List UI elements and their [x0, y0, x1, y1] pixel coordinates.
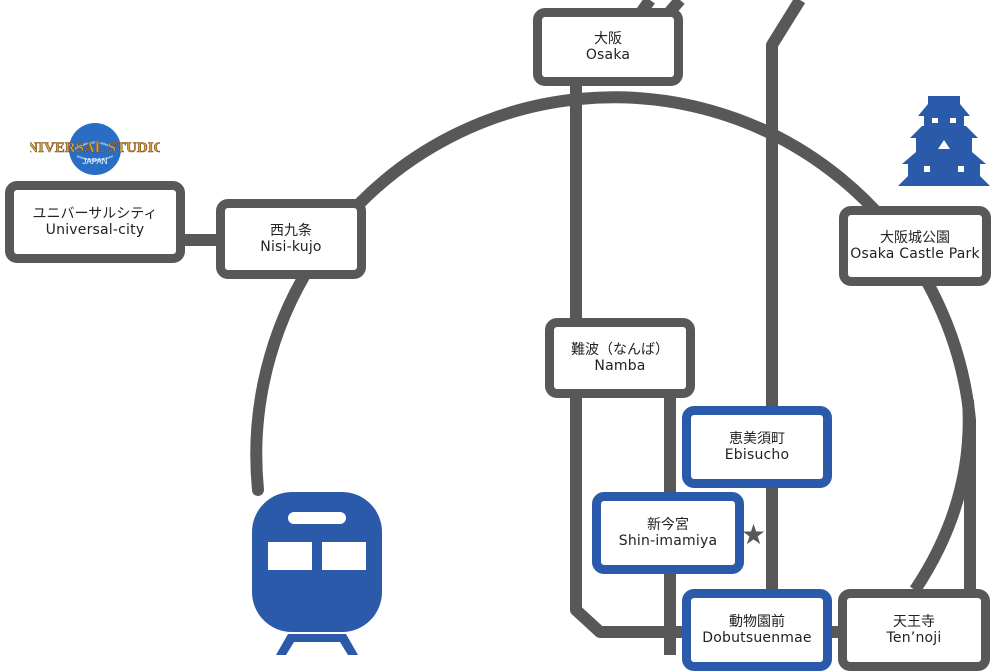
station-namba[interactable]: 難波（なんば） Namba	[545, 318, 695, 398]
station-nishikujo[interactable]: 西九条 Nisi-kujo	[216, 199, 366, 279]
station-tennoji[interactable]: 天王寺 Ten’noji	[838, 589, 990, 671]
station-osaka[interactable]: 大阪 Osaka	[533, 8, 683, 86]
station-name-jp: 天王寺	[893, 614, 935, 630]
station-name-en: Osaka Castle Park	[850, 246, 980, 262]
usj-globe-logo: UNIVERSAL STUDIOS JAPAN	[16, 118, 174, 180]
station-name-en: Dobutsuenmae	[702, 630, 812, 646]
station-name-en: Universal-city	[45, 222, 145, 238]
usj-logo-line2: JAPAN	[82, 157, 107, 166]
station-name-jp: 新今宮	[647, 517, 689, 533]
station-ebisucho[interactable]: 恵美須町 Ebisucho	[682, 406, 832, 488]
station-name-jp: 大阪	[594, 31, 622, 47]
station-name-jp: 恵美須町	[729, 431, 785, 447]
osaka-castle-icon	[898, 94, 990, 186]
usj-logo-line1: UNIVERSAL STUDIOS	[30, 140, 160, 156]
station-osaka-castle-park[interactable]: 大阪城公園 Osaka Castle Park	[839, 206, 991, 286]
station-name-en: Shin-imamiya	[618, 533, 718, 549]
station-name-jp: 動物園前	[729, 614, 785, 630]
station-name-en: Nisi-kujo	[260, 239, 322, 255]
station-name-en: Ebisucho	[724, 447, 790, 463]
train-icon	[252, 492, 384, 655]
station-name-en: Osaka	[585, 47, 631, 63]
station-name-jp: ユニバーサルシティ	[32, 206, 158, 222]
station-name-en: Ten’noji	[886, 630, 942, 646]
star-icon: ★	[741, 518, 767, 551]
route-lines	[175, 0, 976, 655]
station-name-jp: 難波（なんば）	[571, 342, 669, 358]
station-shin-imamiya[interactable]: 新今宮 Shin-imamiya	[592, 492, 744, 574]
station-dobutsuenmae[interactable]: 動物園前 Dobutsuenmae	[682, 589, 832, 671]
line-east-vertical	[766, 0, 806, 600]
station-universal-city[interactable]: ユニバーサルシティ Universal-city	[5, 181, 185, 263]
station-name-en: Namba	[594, 358, 646, 374]
station-name-jp: 西九条	[270, 223, 312, 239]
loop-line-arc-east	[910, 399, 975, 594]
station-name-jp: 大阪城公園	[880, 230, 950, 246]
